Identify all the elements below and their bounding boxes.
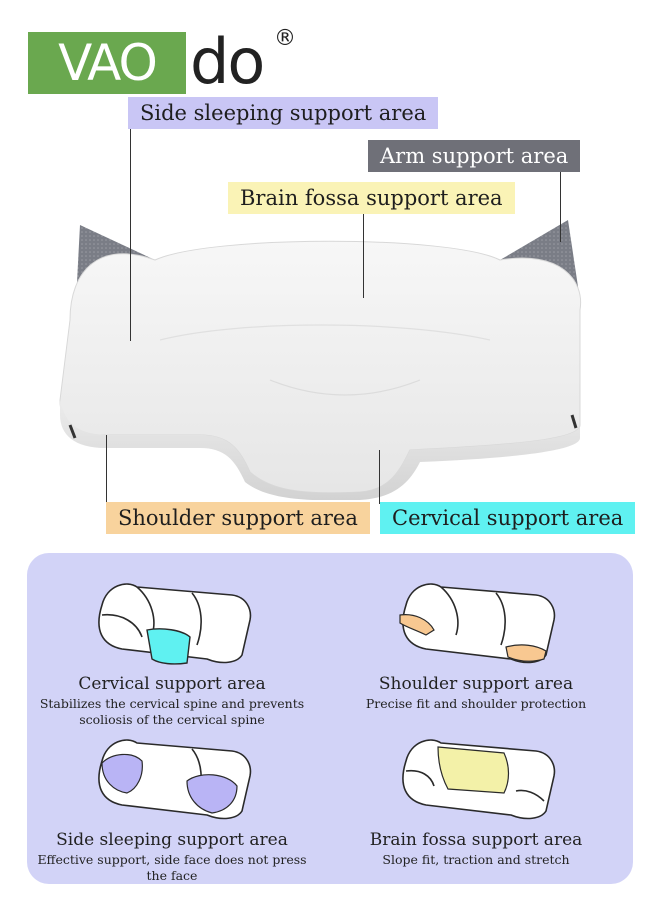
logo-tail-text: do (190, 25, 265, 98)
leader-brain (363, 214, 364, 298)
leader-side (130, 129, 131, 341)
feature-title: Shoulder support area (378, 674, 574, 694)
feature-cervical: Cervical support area Stabilizes the cer… (27, 575, 317, 728)
feature-side-sleeping: Side sleeping support area Effective sup… (27, 731, 317, 884)
feature-panel: Cervical support area Stabilizes the cer… (27, 553, 633, 884)
callout-side-sleeping: Side sleeping support area (128, 97, 439, 129)
callout-shoulder: Shoulder support area (106, 502, 370, 534)
shoulder-highlight-left (399, 614, 435, 636)
feature-description: Stabilizes the cervical spine and preven… (39, 696, 305, 727)
cervical-highlight (146, 628, 191, 665)
side-sleeping-pillow-icon (98, 739, 252, 820)
leader-cervical (379, 450, 380, 504)
registered-mark: ® (274, 26, 296, 51)
feature-brain-fossa: Brain fossa support area Slope fit, trac… (331, 731, 621, 868)
feature-description: Effective support, side face does not pr… (37, 852, 307, 883)
shoulder-highlight-right (505, 644, 547, 662)
brain-fossa-pillow-icon (402, 739, 556, 820)
feature-title: Side sleeping support area (56, 830, 288, 850)
cervical-pillow-icon (98, 583, 252, 665)
brand-logo: VAO do ® (28, 26, 318, 98)
feature-description: Precise fit and shoulder protection (365, 696, 587, 711)
feature-title: Cervical support area (78, 674, 266, 694)
leader-shoulder (106, 435, 107, 505)
callout-arm: Arm support area (368, 140, 581, 172)
leader-arm (560, 172, 561, 242)
side-highlight-left (101, 753, 143, 794)
feature-shoulder: Shoulder support area Precise fit and sh… (331, 575, 621, 712)
brain-fossa-highlight (437, 746, 510, 794)
shoulder-pillow-icon (399, 583, 556, 664)
logo-box-text: VAO (58, 34, 158, 92)
feature-title: Brain fossa support area (369, 830, 583, 850)
logo-green-box: VAO (28, 32, 186, 94)
side-highlight-right (186, 774, 238, 814)
callout-cervical: Cervical support area (380, 502, 636, 534)
callout-brain-fossa: Brain fossa support area (228, 182, 515, 214)
feature-description: Slope fit, traction and stretch (382, 852, 570, 867)
pillow-front (60, 400, 580, 500)
pillow-hero-image (59, 220, 582, 500)
